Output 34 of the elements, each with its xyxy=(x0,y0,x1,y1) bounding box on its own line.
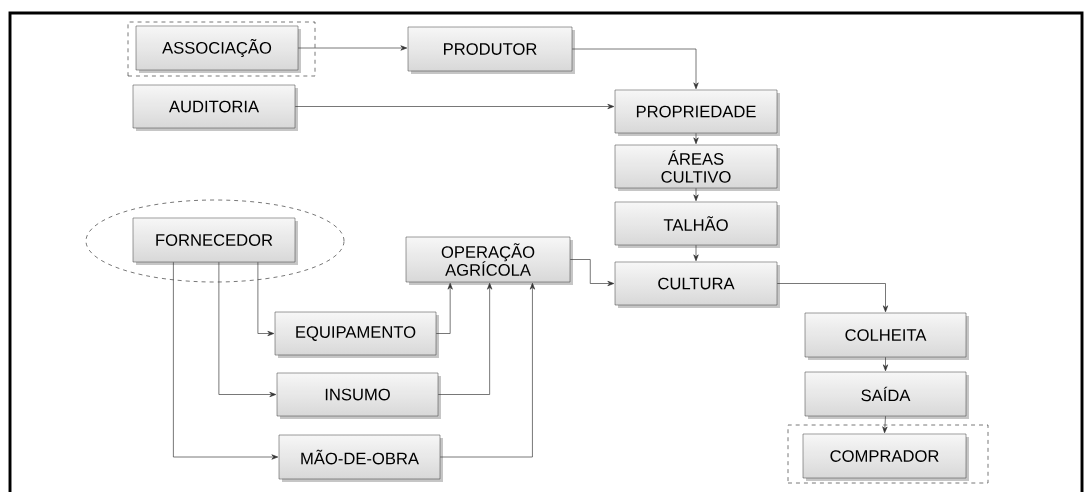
arrow xyxy=(435,282,453,334)
arrow xyxy=(569,259,615,287)
arrow xyxy=(571,48,699,90)
process-box: MÃO-DE-OBRA xyxy=(278,434,443,482)
arrow xyxy=(693,132,699,145)
arrow xyxy=(439,282,535,458)
process-box: SAÍDA xyxy=(804,371,969,419)
arrow xyxy=(693,187,699,202)
process-box: CULTURA xyxy=(614,261,780,308)
process-box: FORNECEDOR xyxy=(132,217,298,265)
dashed-frame xyxy=(127,21,316,77)
dashed-ellipse xyxy=(85,199,345,283)
process-box: COLHEITA xyxy=(804,312,969,360)
process-box: EQUIPAMENTO xyxy=(274,311,439,358)
arrow xyxy=(882,415,888,434)
arrow xyxy=(294,103,615,110)
process-box: TALHÃO xyxy=(614,201,780,248)
arrow xyxy=(693,244,699,262)
arrow xyxy=(297,45,408,51)
process-box: OPERAÇÃO AGRÍCOLA xyxy=(405,236,573,285)
arrow xyxy=(257,261,275,337)
process-box: INSUMO xyxy=(276,372,441,419)
process-box: PRODUTOR xyxy=(407,26,575,74)
arrow xyxy=(882,356,889,372)
arrow xyxy=(437,282,493,395)
process-box: ASSOCIAÇÃO xyxy=(135,25,301,73)
arrow xyxy=(173,261,279,460)
process-box: AUDITORIA xyxy=(132,84,298,131)
process-box: COMPRADOR xyxy=(802,433,969,481)
dashed-frame xyxy=(787,424,989,484)
arrow xyxy=(218,261,277,398)
process-box: ÁREAS CULTIVO xyxy=(614,144,780,191)
process-box: PROPRIEDADE xyxy=(614,89,780,136)
arrow xyxy=(776,283,889,313)
